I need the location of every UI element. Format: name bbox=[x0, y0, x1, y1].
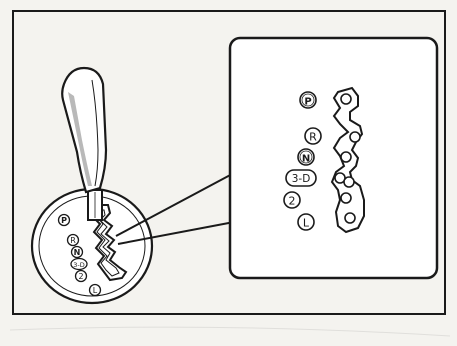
detent-stop-n bbox=[341, 152, 351, 162]
detent-stop-2 bbox=[341, 193, 351, 203]
plate-label-p: P bbox=[61, 216, 67, 225]
scan-artifacts bbox=[10, 327, 450, 336]
plate-label-r: R bbox=[70, 236, 76, 245]
plate-label-n: N bbox=[74, 248, 81, 257]
lever-knob bbox=[62, 68, 106, 192]
gate-label-n: N bbox=[302, 154, 310, 165]
gate-detail-panel: P R N 3-D 2 L bbox=[230, 38, 437, 278]
gate-label-2: 2 bbox=[289, 195, 296, 208]
plate-label-2: 2 bbox=[78, 272, 83, 281]
gate-label-p: P bbox=[304, 97, 311, 108]
detail-panel-frame bbox=[230, 38, 437, 278]
detent-stop-l bbox=[345, 213, 355, 223]
gate-label-l: L bbox=[303, 217, 310, 230]
detent-stop-p bbox=[341, 94, 351, 104]
plate-label-3d: 3-D bbox=[73, 261, 85, 269]
plate-label-l: L bbox=[93, 286, 98, 295]
gate-label-3d: 3-D bbox=[292, 173, 311, 185]
detent-stop-3d-b bbox=[344, 177, 354, 187]
gate-label-r: R bbox=[309, 131, 317, 144]
shifter-assembly: P R N 3-D 2 L bbox=[32, 68, 152, 303]
detent-stop-r bbox=[350, 132, 360, 142]
